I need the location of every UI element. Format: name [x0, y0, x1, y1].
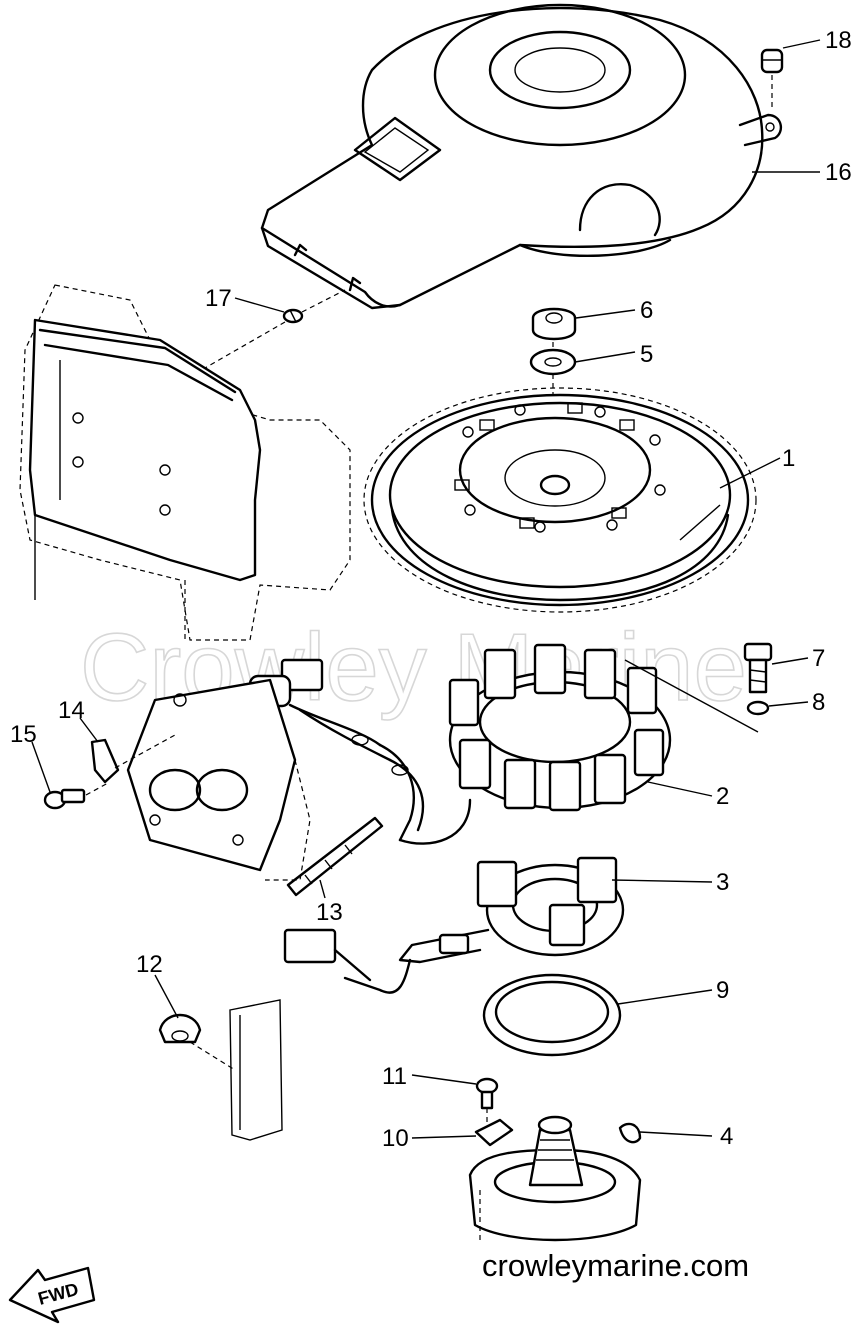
part-2-stator [398, 643, 672, 845]
callout-4: 4 [720, 1123, 733, 1150]
part-5-washer [529, 348, 577, 376]
callout-14: 14 [58, 697, 85, 724]
callout-8: 8 [812, 689, 825, 716]
part-6-nut [531, 307, 577, 341]
part-1-flywheel [363, 387, 757, 613]
part-13-cable-tie [286, 816, 384, 897]
part-11-screw [475, 1077, 499, 1110]
callout-2: 2 [716, 783, 729, 810]
callout-1: 1 [782, 445, 795, 472]
part-15-bolt [43, 782, 109, 810]
part-14-clip [90, 734, 176, 784]
engine-block-outline [19, 284, 351, 641]
callout-10: 10 [382, 1125, 409, 1152]
part-16-flywheel-cover [260, 3, 783, 310]
callout-3: 3 [716, 869, 729, 896]
part-10-clip [474, 1108, 514, 1147]
site-url-text: crowleymarine.com [482, 1248, 749, 1283]
part-17-screw [204, 289, 346, 369]
callout-12: 12 [136, 951, 163, 978]
callout-15: 15 [10, 721, 37, 748]
callout-9: 9 [716, 977, 729, 1004]
lower-bracket-outline [229, 999, 283, 1141]
callout-16: 16 [825, 159, 852, 186]
callout-6: 6 [640, 297, 653, 324]
part-8-washer [746, 700, 770, 716]
part-9-ring [482, 973, 622, 1057]
part-18-grommet [760, 48, 784, 110]
callout-17: 17 [205, 285, 232, 312]
callouts: 18 16 17 6 5 1 7 8 14 15 2 3 13 [10, 27, 852, 1152]
engine-bracket [126, 678, 311, 881]
part-4-woodruff-key [618, 1122, 642, 1144]
part-7-bolt [743, 642, 773, 694]
part-3-pulser-coil [283, 856, 625, 994]
crankshaft-base [468, 1115, 642, 1242]
callout-5: 5 [640, 341, 653, 368]
fwd-arrow-icon: FWD [8, 1266, 96, 1324]
callout-13: 13 [316, 899, 343, 926]
part-12-clamp [158, 1013, 236, 1071]
callout-7: 7 [812, 645, 825, 672]
callout-18: 18 [825, 27, 852, 54]
callout-11: 11 [382, 1063, 407, 1090]
